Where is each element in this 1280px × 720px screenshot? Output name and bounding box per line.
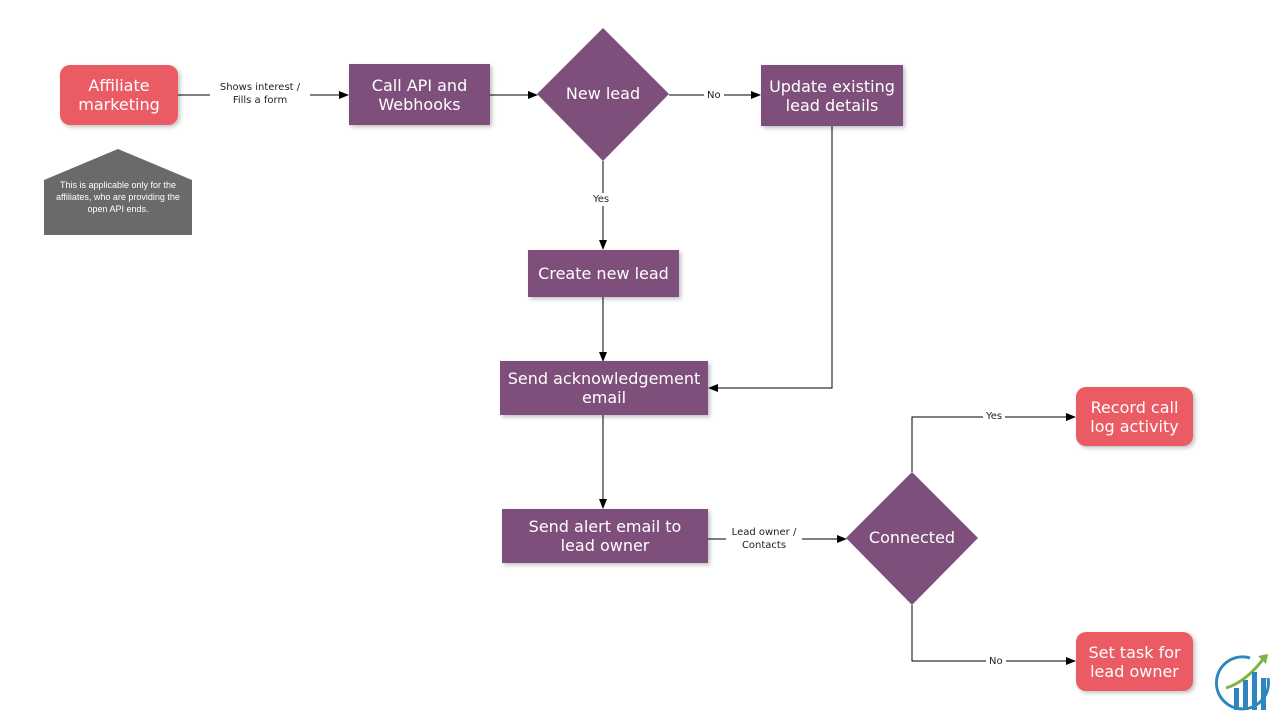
edge-label-yes-new-lead: Yes [590,193,613,206]
decision-connected-label: Connected [868,528,956,547]
edge-connected-to-record [911,413,1076,472]
edge-label-shows-interest: Shows interest / Fills a form [210,81,310,107]
edge-label-no-connected: No [986,655,1006,668]
edge-label-yes-connected: Yes [983,410,1006,423]
edge-connected-to-settask [911,605,1076,665]
note-shape [44,149,192,235]
decision-new-lead-label: New lead [565,84,641,103]
node-update-existing-lead[interactable]: Update existing lead details [761,65,903,126]
node-send-alert-email[interactable]: Send alert email to lead owner [502,509,708,563]
edge-update-to-send-ack [708,126,833,392]
node-set-task[interactable]: Set task for lead owner [1076,632,1193,691]
node-call-api[interactable]: Call API and Webhooks [349,64,490,125]
logo-icon [1215,654,1270,711]
decision-new-lead-diamond [537,28,669,161]
edge-label-no-new-lead: No [704,89,724,102]
node-create-new-lead[interactable]: Create new lead [528,250,679,297]
note-text: This is applicable only for the affiliat… [56,180,180,214]
decision-connected-diamond [846,472,978,605]
node-affiliate-marketing[interactable]: Affiliate marketing [60,65,178,125]
node-record-call-log[interactable]: Record call log activity [1076,387,1193,446]
edge-label-lead-owner-contacts: Lead owner / Contacts [726,526,802,552]
node-send-acknowledgement-email[interactable]: Send acknowledgement email [500,361,708,415]
